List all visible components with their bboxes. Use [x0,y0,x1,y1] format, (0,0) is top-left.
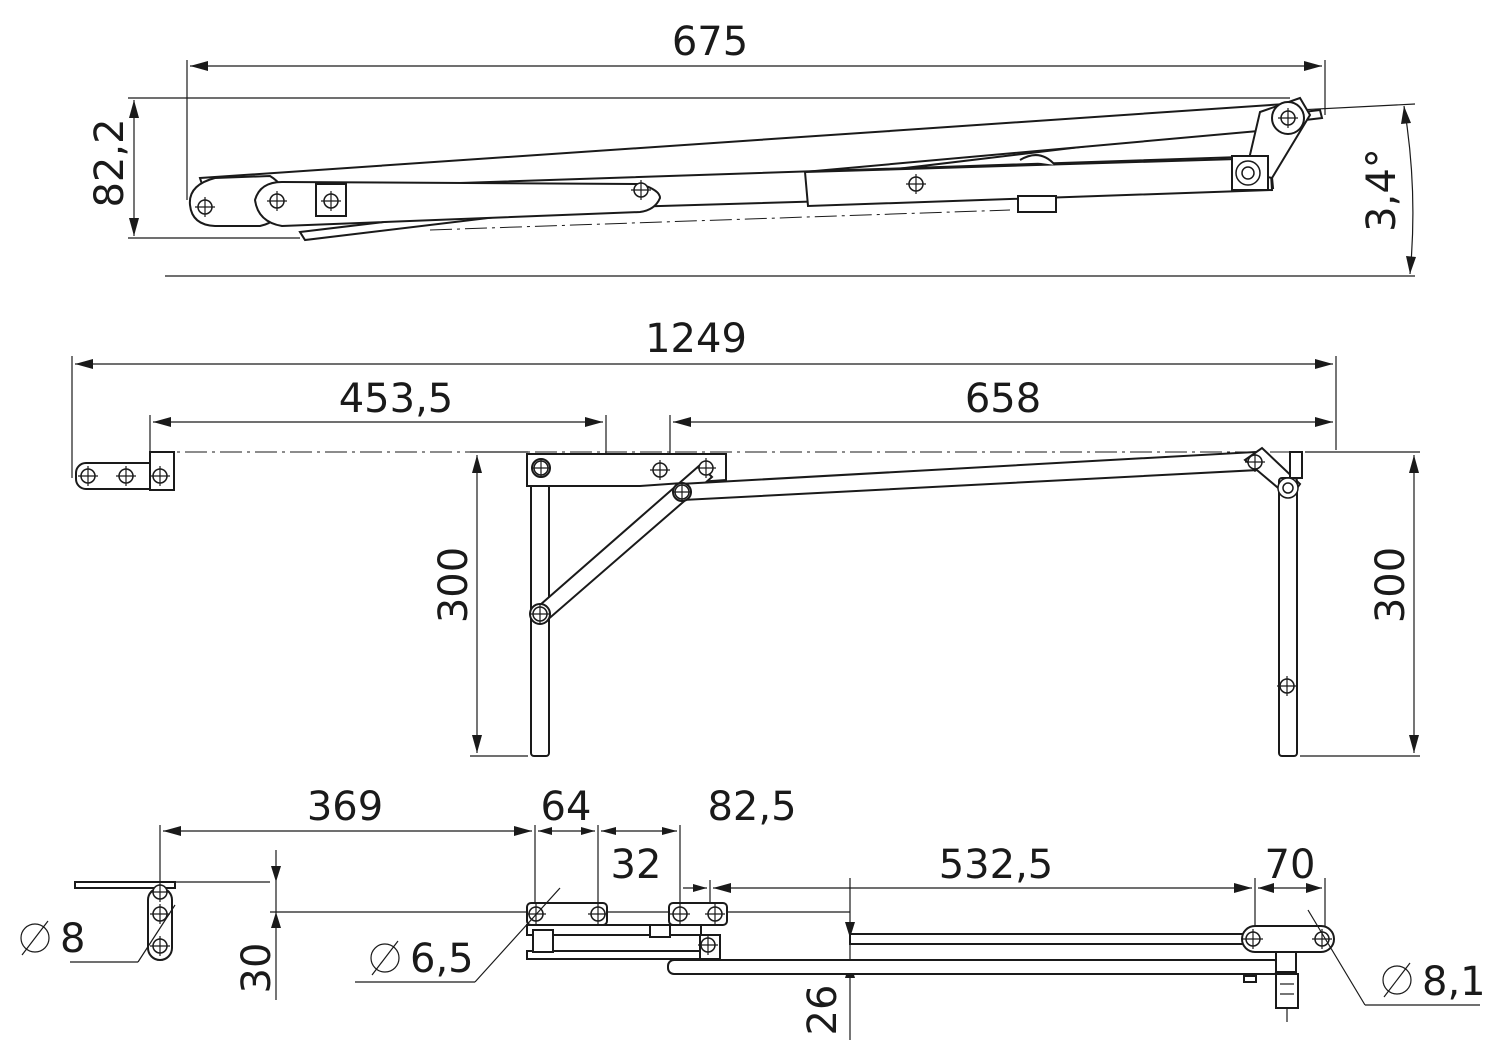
front-right-leg-label: 300 [1368,547,1414,623]
side-view: 675 82,2 3,4° [87,19,1416,277]
top-532-5-label: 532,5 [939,842,1054,888]
front-total-label: 1249 [645,316,747,362]
front-right-offset-label: 658 [965,376,1041,422]
hole-diameter-8-1-label: 8,1 [1422,959,1486,1005]
front-left-offset-label: 453,5 [339,376,454,422]
side-angle-label: 3,4° [1359,148,1405,232]
top-70-label: 70 [1265,842,1316,888]
hole-diameter-6-5-label: 6,5 [410,936,474,982]
top-82-5-label: 82,5 [707,784,796,830]
top-369-label: 369 [307,784,383,830]
front-left-leg-label: 300 [431,547,477,623]
hole-diameter-8-label: 8 [60,916,85,962]
top-30-label: 30 [234,943,280,994]
front-view: 1249 453,5 658 [71,316,1420,757]
top-26-label: 26 [800,985,846,1036]
top-64-label: 64 [541,784,592,830]
top-32-label: 32 [611,842,662,888]
side-height-label: 82,2 [87,118,133,207]
top-view: 369 64 82,5 32 532,5 70 30 26 [20,784,1486,1040]
side-length-label: 675 [672,19,748,65]
